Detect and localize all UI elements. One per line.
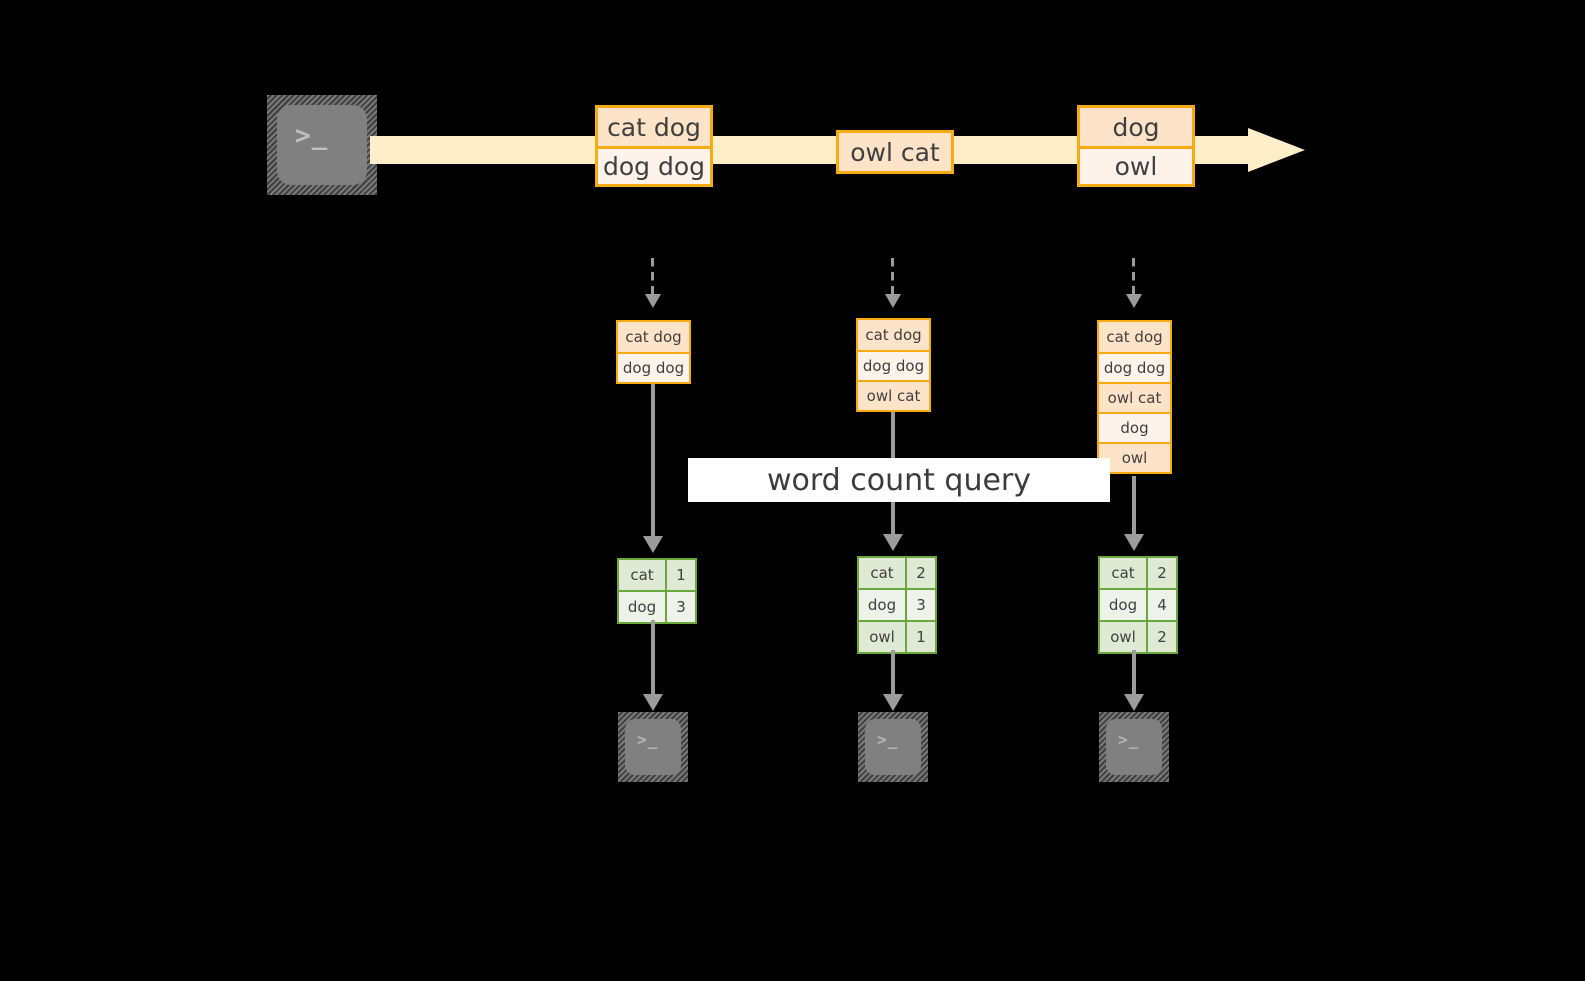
stream-event-line: owl [1080, 146, 1192, 184]
result-table-column-3: cat 2 dog 4 owl 2 [1098, 556, 1178, 654]
stream-event-3: dog owl [1077, 105, 1195, 187]
solid-connector-sink-column-1 [651, 620, 655, 694]
result-word: owl [1100, 622, 1148, 652]
result-row: dog 3 [619, 590, 695, 622]
state-row: cat dog [618, 322, 689, 352]
result-count: 1 [676, 566, 686, 584]
result-count: 2 [916, 564, 926, 582]
dashed-connector-column-1 [651, 258, 654, 296]
solid-arrowhead-icon-sink-column-3 [1124, 694, 1144, 711]
state-table-column-1: cat dog dog dog [616, 320, 691, 384]
stream-event-line: dog [1080, 108, 1192, 146]
state-table-column-3: cat dog dog dog owl cat dog owl [1097, 320, 1172, 474]
solid-connector-column-1 [651, 384, 655, 536]
result-row: owl 1 [859, 620, 935, 652]
state-table-column-2: cat dog dog dog owl cat [856, 318, 931, 412]
result-table-column-2: cat 2 dog 3 owl 1 [857, 556, 937, 654]
result-row: cat 1 [619, 560, 695, 590]
result-count: 3 [916, 596, 926, 614]
result-word: dog [1100, 590, 1148, 620]
dashed-connector-column-2 [891, 258, 894, 296]
result-count: 1 [916, 628, 926, 646]
state-row: dog [1099, 412, 1170, 442]
stream-event-line: cat dog [598, 108, 710, 146]
result-word: cat [859, 558, 907, 588]
solid-connector-sink-column-3 [1132, 650, 1136, 694]
solid-connector-column-3 [1132, 476, 1136, 534]
result-row: cat 2 [1100, 558, 1176, 588]
query-label: word count query [688, 458, 1110, 502]
dashed-arrowhead-icon-column-2 [885, 294, 901, 308]
result-row: dog 4 [1100, 588, 1176, 620]
source-terminal-icon: >_ [267, 95, 377, 195]
result-word: dog [619, 592, 667, 622]
dashed-connector-column-3 [1132, 258, 1135, 296]
result-row: owl 2 [1100, 620, 1176, 652]
solid-arrowhead-icon-sink-column-2 [883, 694, 903, 711]
result-row: dog 3 [859, 588, 935, 620]
result-table-column-1: cat 1 dog 3 [617, 558, 697, 624]
state-row: dog dog [858, 350, 929, 380]
stream-event-1: cat dog dog dog [595, 105, 713, 187]
state-row: cat dog [858, 320, 929, 350]
terminal-screen: >_ [625, 719, 681, 775]
terminal-screen: >_ [277, 105, 367, 185]
state-row: dog dog [618, 352, 689, 382]
result-word: cat [619, 560, 667, 590]
state-row: owl [1099, 442, 1170, 472]
terminal-prompt-text: >_ [877, 730, 899, 749]
solid-arrowhead-icon-column-3 [1124, 534, 1144, 551]
dashed-arrowhead-icon-column-1 [645, 294, 661, 308]
stream-event-2: owl cat [836, 130, 954, 174]
dashed-arrowhead-icon-column-3 [1126, 294, 1142, 308]
result-count: 2 [1157, 628, 1167, 646]
result-word: owl [859, 622, 907, 652]
terminal-screen: >_ [865, 719, 921, 775]
result-count: 3 [676, 598, 686, 616]
state-row: dog dog [1099, 352, 1170, 382]
state-row: owl cat [1099, 382, 1170, 412]
state-row: owl cat [858, 380, 929, 410]
result-count: 4 [1157, 596, 1167, 614]
solid-connector-sink-column-2 [891, 650, 895, 694]
solid-arrowhead-icon-column-2 [883, 534, 903, 551]
terminal-screen: >_ [1106, 719, 1162, 775]
state-row: cat dog [1099, 322, 1170, 352]
terminal-prompt-text: >_ [295, 121, 329, 151]
result-row: cat 2 [859, 558, 935, 588]
stream-event-line: owl cat [839, 133, 951, 171]
result-word: cat [1100, 558, 1148, 588]
terminal-prompt-text: >_ [637, 730, 659, 749]
stream-event-line: dog dog [598, 146, 710, 184]
solid-arrowhead-icon-sink-column-1 [643, 694, 663, 711]
solid-arrowhead-icon-column-1 [643, 536, 663, 553]
sink-terminal-icon-column-1: >_ [618, 712, 688, 782]
stream-arrowhead-icon [1248, 128, 1305, 172]
terminal-prompt-text: >_ [1118, 730, 1140, 749]
sink-terminal-icon-column-2: >_ [858, 712, 928, 782]
sink-terminal-icon-column-3: >_ [1099, 712, 1169, 782]
result-word: dog [859, 590, 907, 620]
result-count: 2 [1157, 564, 1167, 582]
